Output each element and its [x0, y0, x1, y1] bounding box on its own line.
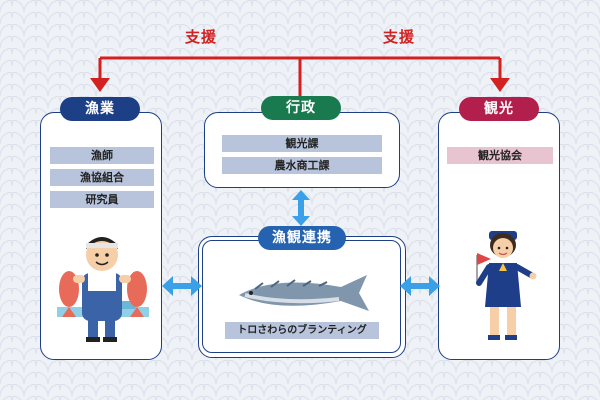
fisherman-illustration — [57, 237, 149, 342]
collab-panel: トロさわらのブランティング — [198, 236, 406, 358]
tourism-panel: 観光協会 — [438, 112, 560, 360]
tourism-item: 観光協会 — [447, 147, 553, 164]
fishery-title-pill: 漁業 — [60, 97, 140, 121]
support-connector — [90, 56, 510, 96]
mackerel-fish-illustration — [239, 275, 369, 311]
admin-item: 農水商工課 — [222, 157, 382, 174]
tour-guide-illustration — [476, 231, 537, 340]
tourism-title-pill: 観光 — [459, 97, 539, 121]
fishery-collab-arrow-icon — [162, 276, 202, 296]
fishery-item: 漁協組合 — [50, 169, 154, 186]
support-arrow-left-icon — [90, 78, 110, 92]
admin-title-pill: 行政 — [261, 96, 341, 120]
fishery-item: 研究員 — [50, 191, 154, 208]
tourism-collab-arrow-icon — [400, 276, 440, 296]
fishery-panel: 漁師 漁協組合 研究員 — [40, 112, 162, 360]
support-arrow-right-icon — [490, 78, 510, 92]
admin-panel: 観光課 農水商工課 — [204, 112, 400, 188]
collab-project-label: トロさわらのブランティング — [225, 322, 379, 339]
admin-item: 観光課 — [222, 135, 382, 152]
collab-title-pill: 漁観連携 — [258, 226, 346, 250]
fishery-item: 漁師 — [50, 147, 154, 164]
admin-collab-arrow-icon — [292, 190, 310, 226]
support-label-right: 支援 — [383, 28, 416, 46]
support-label-left: 支援 — [185, 28, 218, 46]
